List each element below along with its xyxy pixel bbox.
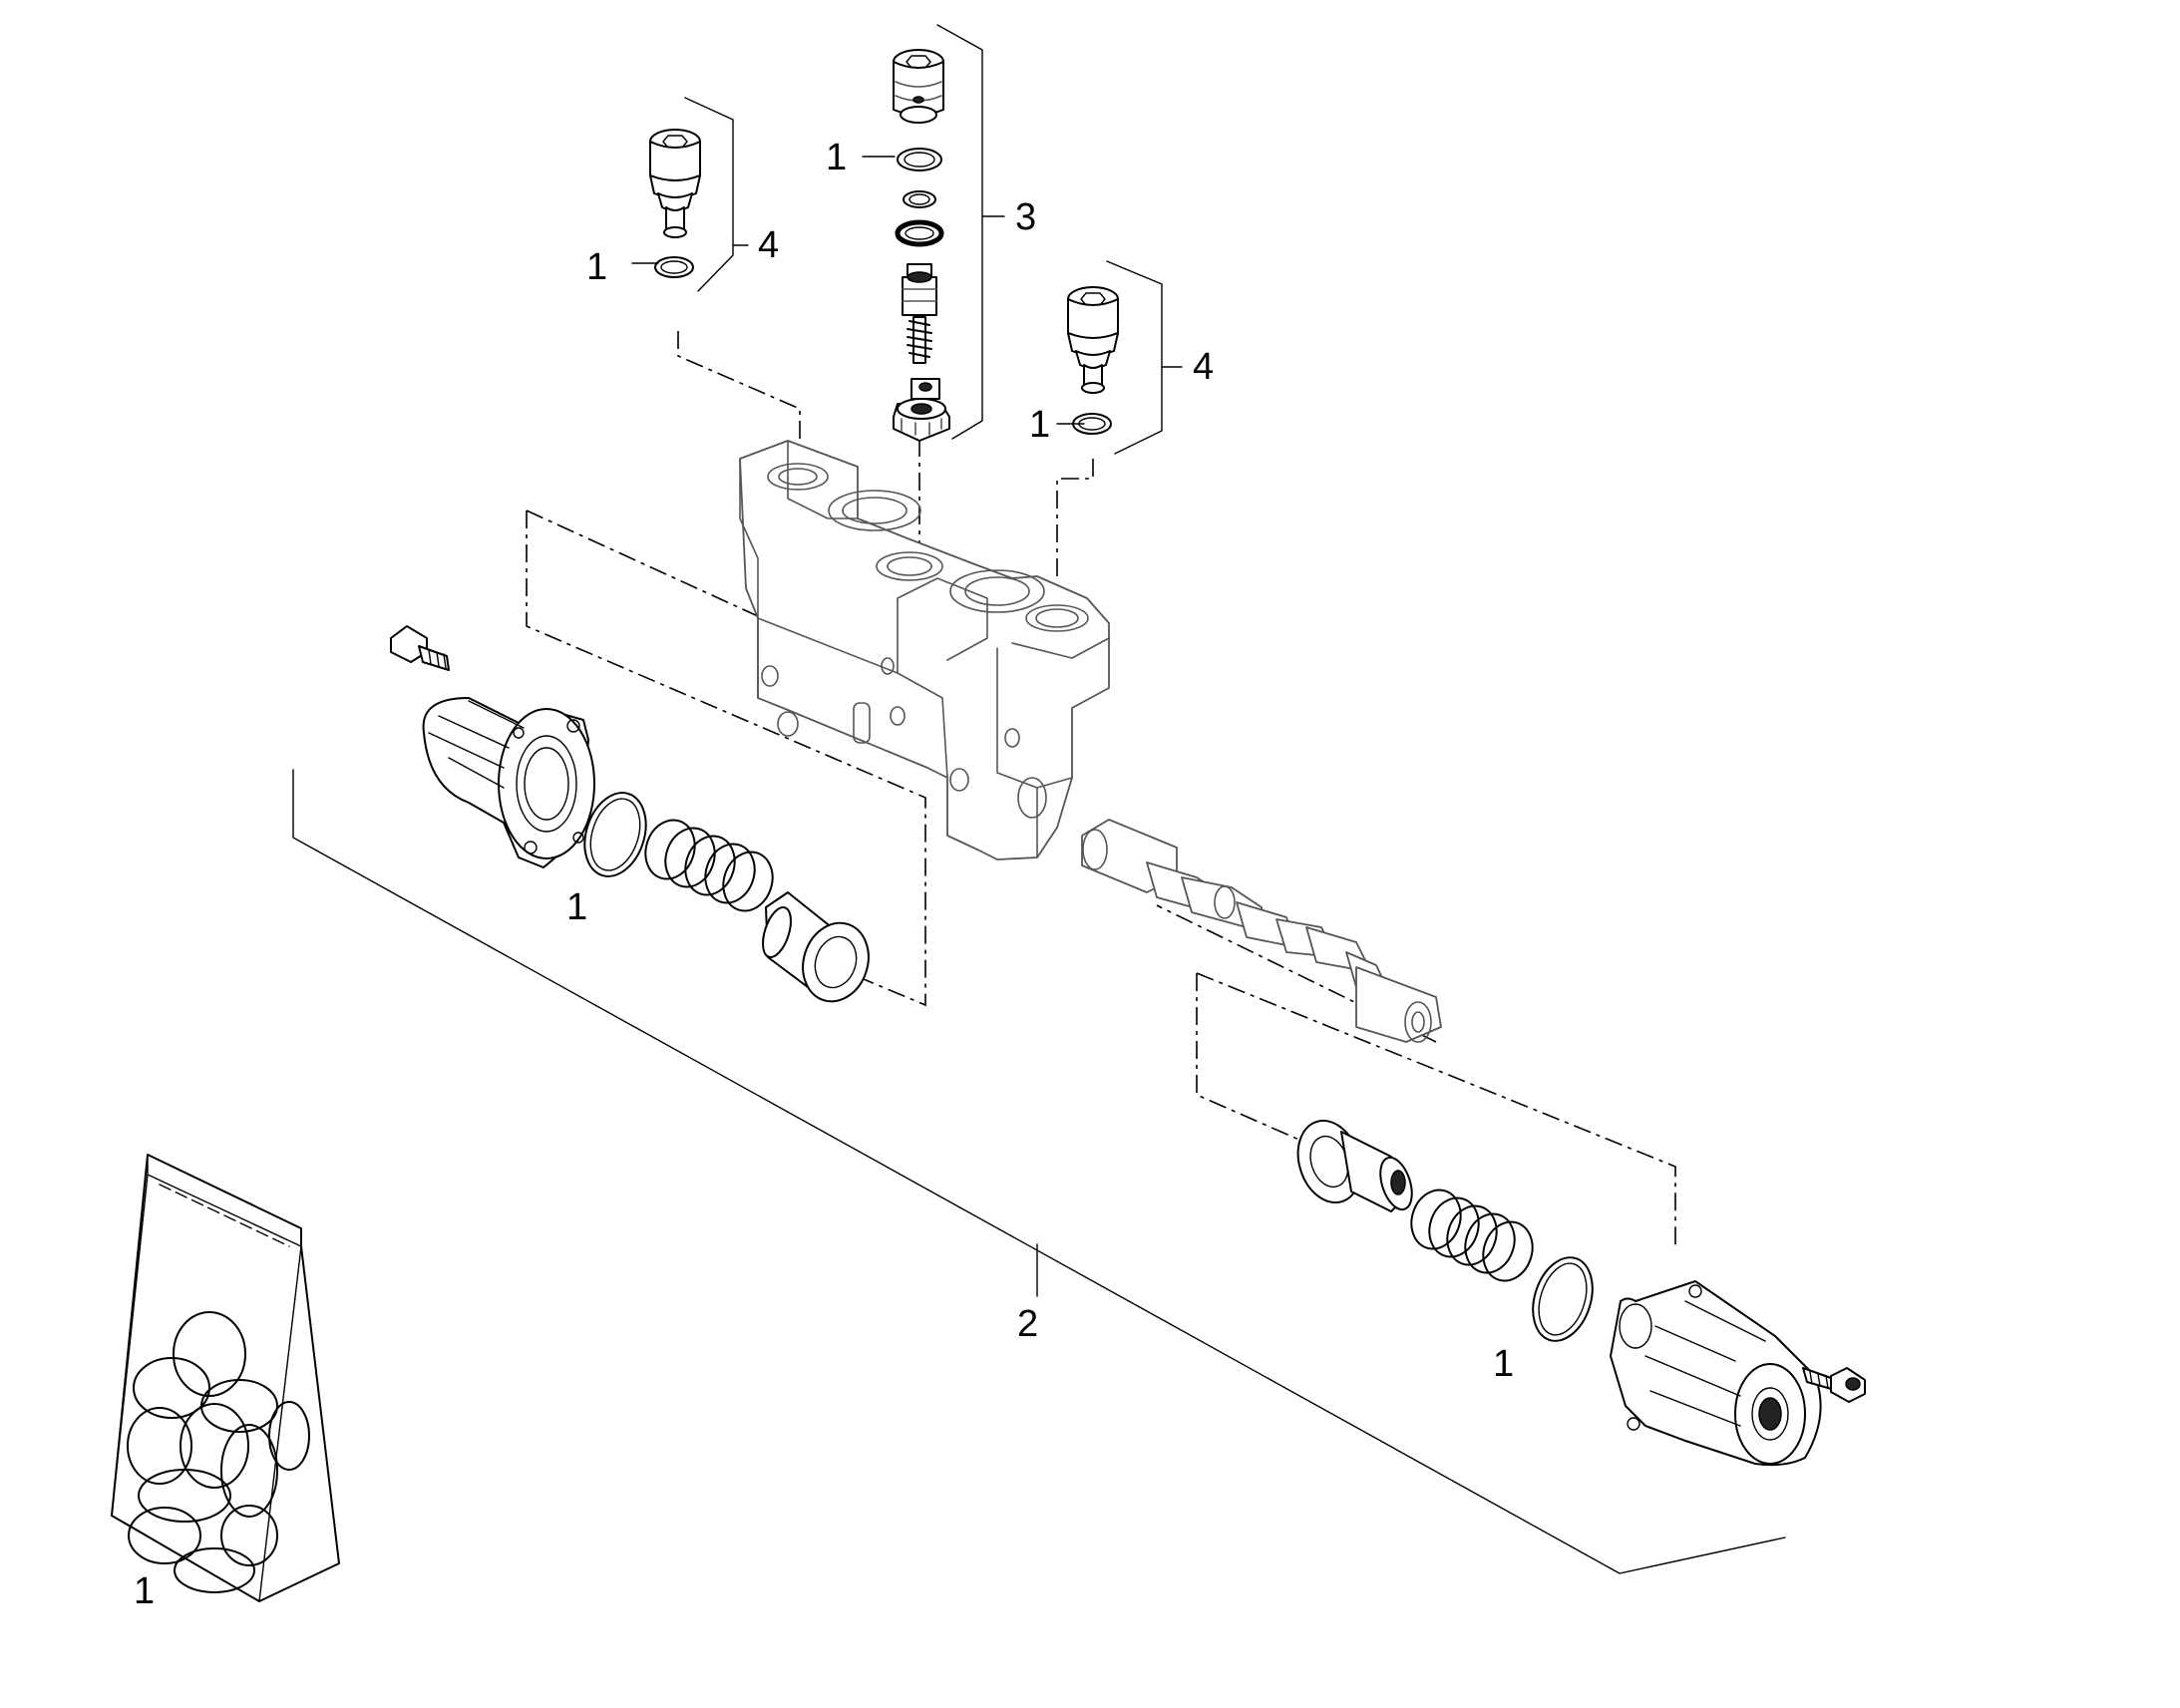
callout-spool-assembly: 2	[1017, 1303, 1038, 1345]
valve-section-body	[739, 440, 1110, 860]
o-ring-right-relief	[1072, 413, 1112, 435]
callout-main-relief-valve: 3	[1015, 196, 1036, 238]
callout-relief-valve-left: 4	[758, 224, 779, 266]
main-spool	[1081, 819, 1442, 1043]
o-ring-left-relief	[654, 256, 694, 278]
o-ring-spring-left	[583, 792, 647, 877]
cap-screw-right	[1802, 1367, 1866, 1403]
callout-seal-kit-bag: 1	[134, 1570, 155, 1612]
callout-seal-kit-relief-left: 1	[586, 246, 607, 288]
dashdot-guides	[526, 331, 1676, 1246]
relief-valve-left	[649, 129, 701, 238]
spring-left	[644, 819, 774, 912]
relief-valve-right	[1067, 286, 1119, 394]
end-cap-left	[422, 697, 595, 868]
end-cap-right	[1610, 1280, 1822, 1467]
callout-numbers: 1 4 1 3 1 4 1 2 1 1	[134, 137, 1514, 1612]
callout-seal-kit-main-relief: 1	[826, 137, 847, 178]
callout-seal-kit-spring-right: 1	[1493, 1343, 1514, 1385]
spring-seat-right	[1296, 1119, 1413, 1212]
main-relief-internals	[893, 148, 950, 442]
callout-relief-valve-right: 4	[1193, 346, 1214, 388]
o-ring-spring-right	[1532, 1256, 1594, 1342]
callout-seal-kit-relief-right: 1	[1029, 404, 1050, 446]
callout-seal-kit-spring-left: 1	[566, 886, 587, 928]
cap-screw-left	[390, 625, 450, 671]
main-relief-valve	[893, 49, 944, 124]
seal-kit-bag	[111, 1154, 340, 1602]
spring-right	[1410, 1189, 1534, 1282]
spring-seat-left	[762, 891, 870, 1003]
assembly-brackets	[292, 24, 1786, 1574]
